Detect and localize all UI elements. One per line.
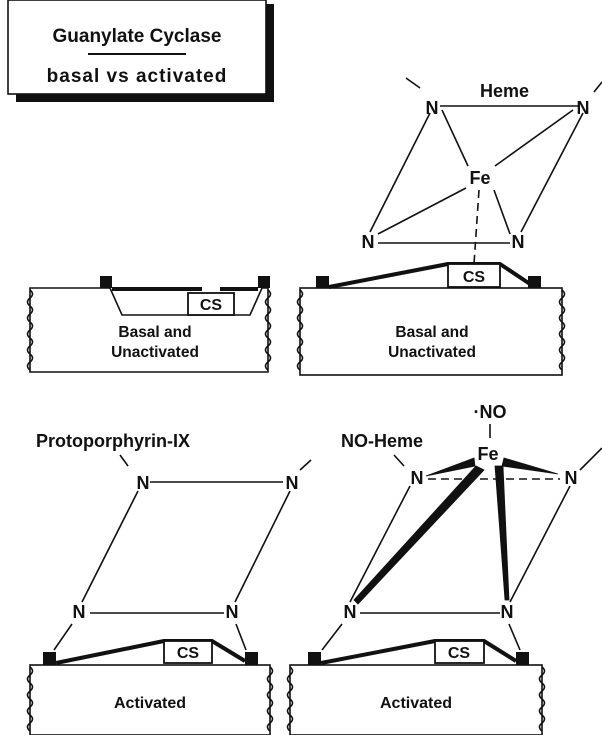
wavy-edge-left <box>26 289 34 371</box>
pocket-tether <box>55 639 247 665</box>
anchor-left <box>43 652 56 665</box>
title-box: Guanylate Cyclase basal vs activated <box>7 0 274 102</box>
fe-cs-dashed-link <box>473 189 480 265</box>
n-atom: N <box>501 602 514 622</box>
box-label-line1: Basal and <box>118 324 191 341</box>
bond <box>235 623 247 651</box>
no-ligand: ·NO <box>474 402 507 422</box>
wavy-edge-left <box>286 666 294 732</box>
anchor-left <box>308 652 321 665</box>
fe-bond <box>441 109 469 167</box>
box-label-line2: Unactivated <box>388 344 476 361</box>
heme-heading: Heme <box>480 81 529 101</box>
wavy-edge-right <box>266 666 274 732</box>
wedge-bond <box>353 465 485 605</box>
enzyme-body <box>299 287 563 376</box>
panel-top-right: Heme Fe N N N N CS Basal and Unactivated <box>296 77 602 376</box>
n-atom: N <box>344 602 357 622</box>
anchor-right <box>258 276 270 288</box>
bond <box>369 112 431 233</box>
catalytic-site-label: CS <box>463 269 486 286</box>
anchor-left <box>100 276 112 288</box>
wavy-edge-left <box>26 666 34 732</box>
bond <box>349 485 411 603</box>
fe-atom: Fe <box>477 444 498 464</box>
protoporphyrin-heading: Protoporphyrin-IX <box>36 431 190 451</box>
n-atom: N <box>565 468 578 488</box>
title-line2: basal vs activated <box>47 66 228 87</box>
anchor-right <box>516 652 529 665</box>
bond <box>53 623 73 651</box>
bond <box>508 623 521 651</box>
substituent <box>299 459 312 471</box>
n-atom: N <box>426 98 439 118</box>
substituent <box>579 447 602 471</box>
wavy-edge-right <box>538 666 546 732</box>
fe-bond <box>493 189 511 235</box>
wedge-bond <box>425 457 476 477</box>
no-heme-heading: NO-Heme <box>341 431 423 451</box>
enzyme-body <box>29 664 271 735</box>
heme-pocket-tether <box>320 639 518 665</box>
box-label-line1: Basal and <box>395 324 468 341</box>
catalytic-site <box>447 263 501 288</box>
box-label: Activated <box>380 695 452 712</box>
bond <box>509 485 571 603</box>
panel-bottom-left: Protoporphyrin-IX N N N N CS Activated <box>26 431 312 735</box>
fe-bond <box>377 187 467 235</box>
substituent <box>393 454 405 467</box>
bond <box>321 623 343 651</box>
box-label: Activated <box>114 695 186 712</box>
bond <box>81 490 139 603</box>
bond <box>520 112 584 233</box>
catalytic-site-label: CS <box>200 297 223 314</box>
n-atom: N <box>137 473 150 493</box>
substituent <box>593 81 602 93</box>
substituent <box>119 454 129 467</box>
anchor-right <box>528 276 541 288</box>
n-atom: N <box>73 602 86 622</box>
n-atom: N <box>286 473 299 493</box>
substituent <box>405 77 421 89</box>
anchor-left <box>316 276 329 288</box>
fe-bond <box>494 109 574 167</box>
panel-top-left: CS Basal and Unactivated <box>26 276 272 373</box>
wedge-bond <box>501 457 559 475</box>
title-line1: Guanylate Cyclase <box>53 26 222 47</box>
catalytic-site-label: CS <box>177 645 200 662</box>
catalytic-site <box>187 292 235 316</box>
panel-bottom-right: NO-Heme ·NO Fe N N N N CS Activated <box>286 402 602 735</box>
n-atom: N <box>577 98 590 118</box>
n-atom: N <box>226 602 239 622</box>
catalytic-site-label: CS <box>448 645 471 662</box>
catalytic-site <box>163 640 213 664</box>
fe-atom: Fe <box>469 168 490 188</box>
box-label-line2: Unactivated <box>111 344 199 361</box>
wavy-edge-right <box>264 289 272 371</box>
n-atom: N <box>512 232 525 252</box>
wedge-bond <box>494 465 510 601</box>
n-atom: N <box>411 468 424 488</box>
wavy-edge-left <box>296 289 304 371</box>
anchor-right <box>245 652 258 665</box>
wavy-edge-right <box>558 289 566 371</box>
n-atom: N <box>362 232 375 252</box>
enzyme-body <box>289 664 543 735</box>
catalytic-site <box>434 640 485 664</box>
bond <box>234 490 291 603</box>
